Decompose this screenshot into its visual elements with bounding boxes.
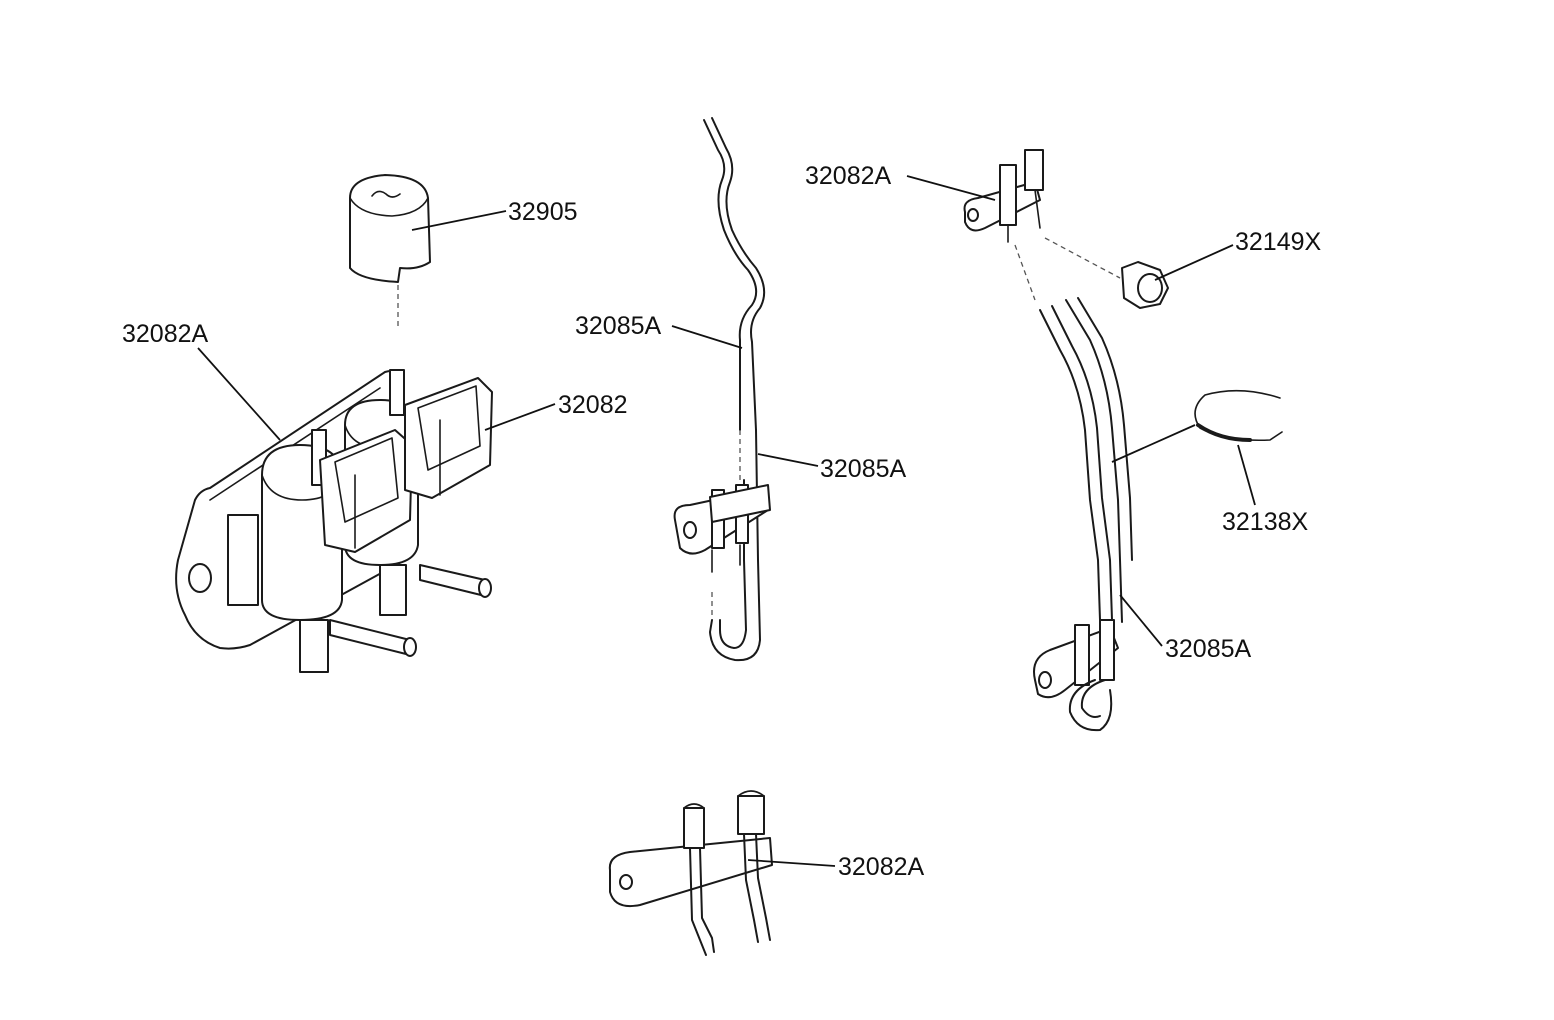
connector-right-part: [404, 377, 493, 499]
callout-32082a-right: 32082A: [805, 162, 892, 190]
nut-part: [1121, 261, 1169, 309]
callout-32085a-lower: 32085A: [820, 455, 907, 483]
callout-32085a-right: 32085A: [1165, 635, 1252, 663]
callout-32082a-bottom: 32082A: [838, 853, 925, 881]
solenoid-valve-assembly: [175, 174, 556, 673]
callout-32085a-upper: 32085A: [575, 312, 662, 340]
callout-32082: 32082: [558, 391, 628, 419]
vacuum-hose-assembly-middle: [671, 117, 819, 662]
hose-clamp-part: [1194, 389, 1283, 442]
callout-32138x: 32138X: [1222, 508, 1309, 536]
vacuum-hose-assembly-right: [906, 149, 1283, 732]
connector-left-part: [319, 429, 413, 553]
rubber-cap-part: [349, 174, 431, 330]
callout-32149x: 32149X: [1235, 228, 1322, 256]
bracket-assembly-bottom: [608, 790, 836, 956]
callout-32082a-plate: 32082A: [122, 320, 209, 348]
callout-32905: 32905: [508, 198, 578, 226]
